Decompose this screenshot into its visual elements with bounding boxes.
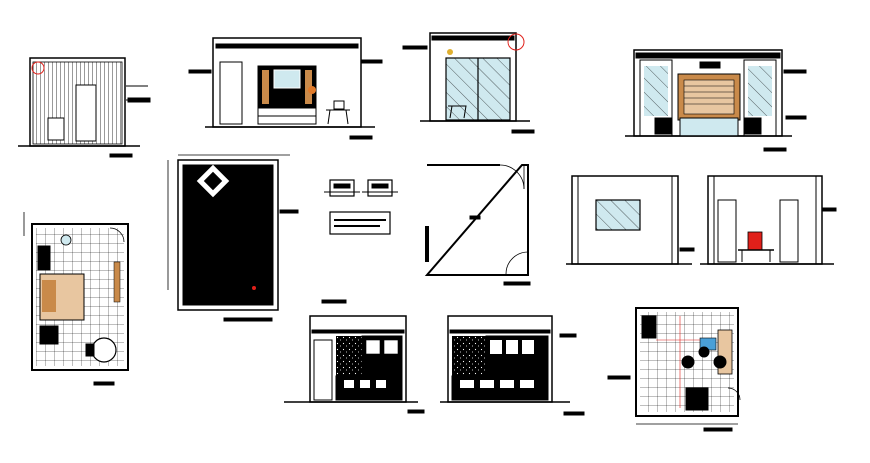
tiled-floor-plan [23,212,129,386]
room-plan [424,164,531,286]
solid-floor-plan [167,154,299,322]
dining-floor-plan [607,307,741,432]
window-elevation [566,175,695,265]
study-elevation [188,37,383,140]
glass-door-elevation [402,32,535,134]
bed-elevation [625,49,807,152]
dining-elevation [700,175,837,265]
kitchen-elevation-right [440,315,585,416]
wardrobe-elevation [18,57,151,158]
detail-sections [324,179,398,235]
kitchen-elevation-left [284,299,425,414]
